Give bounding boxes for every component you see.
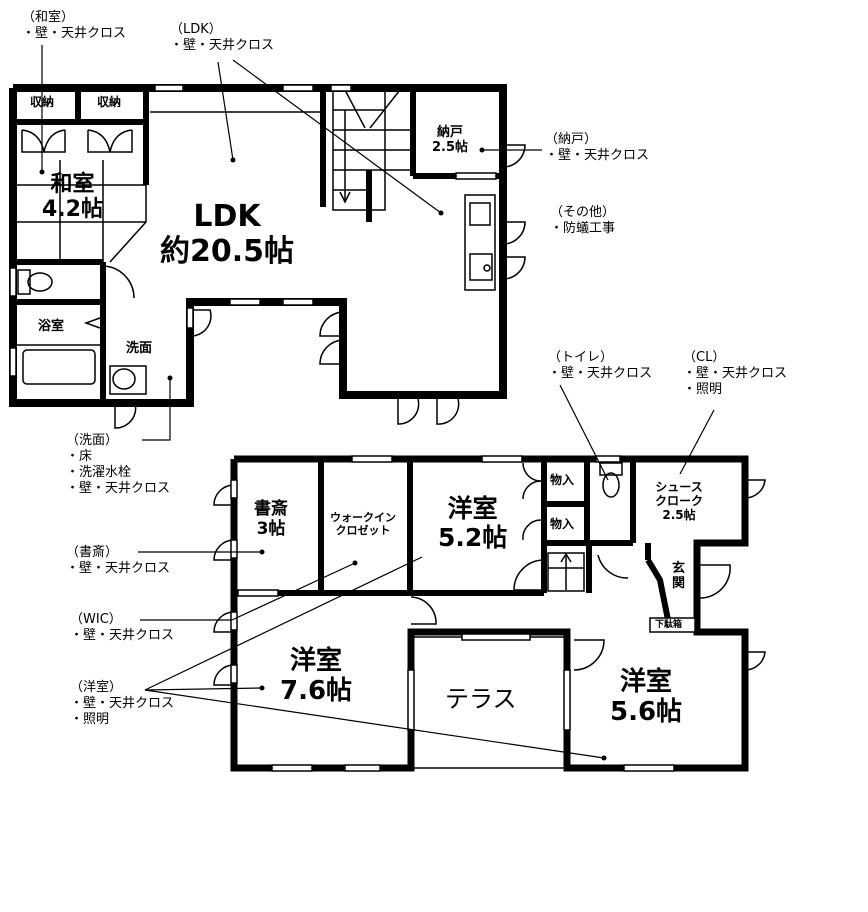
note-nando: （納戸） ・壁・天井クロス [545,132,649,164]
room-ldk: LDK 約20.5帖 [160,199,295,269]
note-cl-item-0: ・壁・天井クロス [683,366,788,381]
note-toilet: （トイレ） ・壁・天井クロス [548,350,652,382]
room-closet-2: 物入 [550,517,575,531]
room-western-7-6: 洋室 7.6帖 [280,646,353,707]
room-shoe-cloak-line1: シュース [655,480,703,494]
room-nando-size: 2.5帖 [432,139,469,155]
note-washitsu: （和室） ・壁・天井クロス [22,10,126,42]
note-ldk-title: （LDK） [170,22,222,37]
room-western1-name: 洋室 [447,494,498,523]
note-western-item-0: ・壁・天井クロス [70,696,175,711]
room-entrance-line1: 玄 [672,561,686,576]
note-toilet-item-0: ・壁・天井クロス [548,366,653,381]
room-ldk-name: LDK [193,199,261,234]
note-washroom-title: （洗面） [66,433,119,448]
note-washroom-item-1: ・洗濯水栓 [66,465,132,480]
room-nando-name: 納戸 [437,125,464,140]
note-western-title: （洋室） [70,680,123,695]
room-washitsu: 和室 4.2帖 [42,172,103,223]
room-western2-size: 7.6帖 [280,675,353,706]
note-cl-title: （CL） [683,350,726,365]
note-wic: （WIC） ・壁・天井クロス [70,612,174,644]
note-washitsu-title: （和室） [22,10,75,25]
note-ldk-item-0: ・壁・天井クロス [170,38,275,53]
room-western-5-6: 洋室 5.6帖 [610,667,683,728]
note-other: （その他） ・防蟻工事 [550,205,615,237]
note-other-title: （その他） [550,205,616,220]
note-washroom: （洗面） ・床 ・洗濯水栓 ・壁・天井クロス [66,433,170,497]
room-western3-size: 5.6帖 [610,696,683,727]
room-shoe-cloak: シュース クローク 2.5帖 [655,480,704,522]
note-washroom-item-2: ・壁・天井クロス [66,481,171,496]
room-wic-line2: クロゼット [335,523,391,537]
note-western: （洋室） ・壁・天井クロス ・照明 [70,680,174,728]
room-walk-in-closet: ウォークイン クロゼット [330,511,396,537]
room-storage-2: 収納 [97,95,122,109]
room-entrance-line2: 関 [672,575,686,591]
note-nando-title: （納戸） [545,132,598,147]
note-wic-item-0: ・壁・天井クロス [70,628,175,643]
note-cl-item-1: ・照明 [683,382,723,397]
room-western1-size: 5.2帖 [438,522,508,552]
room-western2-name: 洋室 [290,646,343,676]
room-wic-line1: ウォークイン [330,511,396,524]
note-western-item-1: ・照明 [70,712,110,727]
room-storage-1: 収納 [30,95,55,109]
room-nando: 納戸 2.5帖 [432,125,469,156]
room-western3-name: 洋室 [620,667,673,697]
room-washroom: 洗面 [126,341,153,356]
room-washitsu-name: 和室 [50,172,95,197]
room-study-size: 3帖 [256,518,286,539]
room-bath: 浴室 [38,319,65,334]
note-study: （書斎） ・壁・天井クロス [66,545,170,577]
room-ldk-size: 約20.5帖 [160,233,295,269]
room-closet-1: 物入 [550,473,575,487]
note-other-item-0: ・防蟻工事 [550,221,616,236]
note-toilet-title: （トイレ） [548,350,614,365]
room-shoe-box: 下駄箱 [655,620,683,630]
note-washitsu-item-0: ・壁・天井クロス [22,26,127,41]
note-cl: （CL） ・壁・天井クロス ・照明 [683,350,787,398]
room-study-name: 書斎 [254,499,288,519]
note-nando-item-0: ・壁・天井クロス [545,148,650,163]
note-washroom-item-0: ・床 [66,449,93,464]
room-washitsu-size: 4.2帖 [42,197,103,223]
note-study-item-0: ・壁・天井クロス [66,561,171,576]
note-ldk: （LDK） ・壁・天井クロス [170,22,274,54]
room-study: 書斎 3帖 [254,499,288,539]
room-terrace: テラス [445,685,517,713]
room-entrance: 玄 関 [672,561,686,592]
room-shoe-cloak-line2: クローク [655,493,704,508]
room-western-5-2: 洋室 5.2帖 [438,494,508,553]
room-shoe-cloak-size: 2.5帖 [662,507,696,522]
note-wic-title: （WIC） [70,612,122,627]
note-study-title: （書斎） [66,545,119,560]
